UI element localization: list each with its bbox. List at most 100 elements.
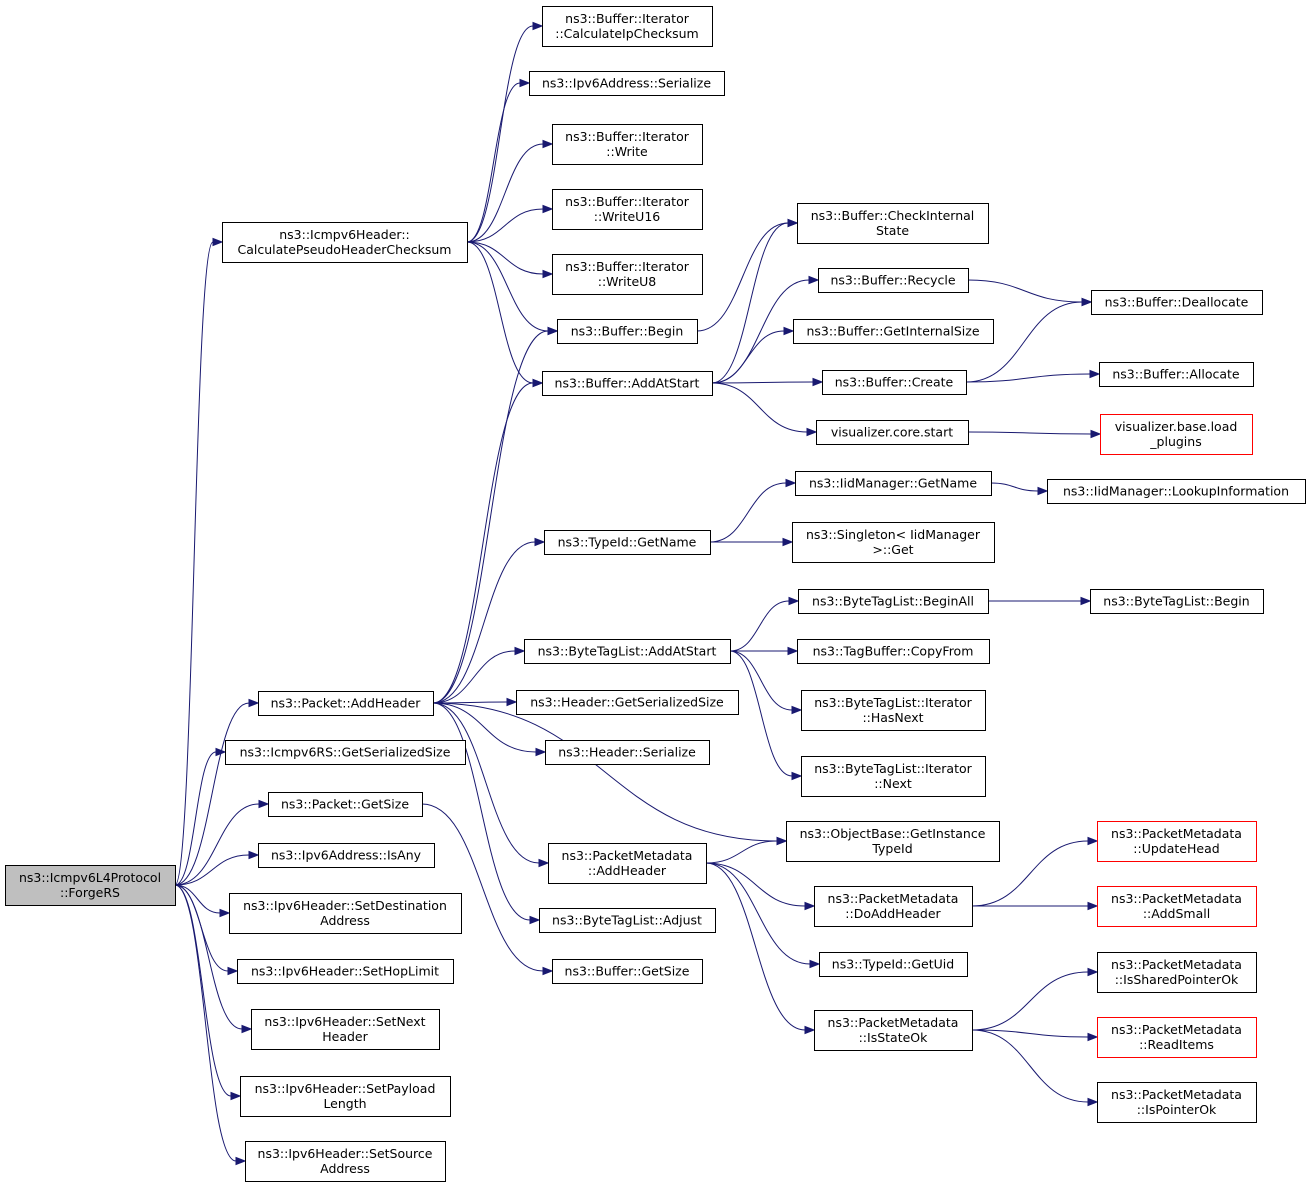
function-node-icmpv6rs-getsize[interactable]: ns3::Icmpv6RS::GetSerializedSize [225,740,466,765]
node-label: ::IsSharedPointerOk [1115,972,1239,987]
function-node-pm-addheader[interactable]: ns3::PacketMetadata::AddHeader [548,843,707,884]
edge-line [729,600,790,652]
function-node-singleton-get[interactable]: ns3::Singleton< IidManager>::Get [792,522,995,563]
node-box [814,886,973,927]
function-node-iid-lookupinfo[interactable]: ns3::IidManager::LookupInformation [1047,479,1306,504]
function-node-btl-iter-next[interactable]: ns3::ByteTagList::Iterator::Next [801,756,986,797]
arrowhead-icon [1087,901,1099,911]
node-box [552,254,703,295]
call-edge [729,650,803,781]
call-edge [174,850,260,886]
node-box [229,893,462,934]
arrowhead-icon [248,850,260,860]
function-node-packet-getsize[interactable]: ns3::Packet::GetSize [268,792,423,817]
function-node-btl-iter-hasnext[interactable]: ns3::ByteTagList::Iterator::HasNext [801,690,986,731]
function-node-iter-writeu8[interactable]: ns3::Buffer::Iterator::WriteU8 [552,254,703,295]
node-label: ns3::Buffer::Iterator [565,259,690,274]
function-node-header-serialize[interactable]: ns3::Header::Serialize [545,740,710,765]
node-box [516,690,739,715]
function-node-pm-doaddheader[interactable]: ns3::PacketMetadata::DoAddHeader [814,886,973,927]
function-node-buffer-deallocate[interactable]: ns3::Buffer::Deallocate [1091,290,1263,315]
function-node-typeid-getname[interactable]: ns3::TypeId::GetName [544,530,711,555]
function-node-btl-beginall[interactable]: ns3::ByteTagList::BeginAll [798,589,989,614]
function-node-btl-addatstart[interactable]: ns3::ByteTagList::AddAtStart [524,639,731,664]
call-edges [174,21,1102,1166]
function-node-buffer-getsize[interactable]: ns3::Buffer::GetSize [552,959,703,984]
function-node-pm-issharedptrok[interactable]: ns3::PacketMetadata::IsSharedPointerOk [1097,952,1257,993]
edge-line [711,330,785,384]
function-node-forgers[interactable]: ns3::Icmpv6L4Protocol::ForgeRS [5,865,176,906]
edge-line [466,241,544,275]
function-node-iter-writeu16[interactable]: ns3::Buffer::Iterator::WriteU16 [552,189,703,230]
function-node-ipv6addr-isany[interactable]: ns3::Ipv6Address::IsAny [258,843,435,868]
edge-line [174,241,214,886]
call-edge [965,369,1101,383]
node-box [222,222,468,263]
function-node-iid-getname[interactable]: ns3::IidManager::GetName [795,471,992,496]
function-node-header-getsize[interactable]: ns3::Header::GetSerializedSize [516,690,739,715]
function-node-btl-adjust[interactable]: ns3::ByteTagList::Adjust [539,908,716,933]
edge-line [971,1029,1089,1038]
function-node-viz-start[interactable]: visualizer.core.start [816,420,969,445]
function-node-buffer-getinternalsize[interactable]: ns3::Buffer::GetInternalSize [793,319,994,344]
function-node-iter-write[interactable]: ns3::Buffer::Iterator::Write [552,124,703,165]
function-node-iter-calcip[interactable]: ns3::Buffer::Iterator::CalculateIpChecks… [542,6,713,47]
call-edge [466,21,544,243]
function-node-btl-begin[interactable]: ns3::ByteTagList::Begin [1090,589,1264,614]
node-label: ns3::Buffer::CheckInternal [811,208,975,223]
node-box [524,639,731,664]
node-box [258,843,435,868]
node-label: ns3::ByteTagList::AddAtStart [538,644,717,659]
node-label: ns3::TypeId::GetUid [832,957,954,972]
function-node-calcpseudo[interactable]: ns3::Icmpv6Header::CalculatePseudoHeader… [222,222,468,263]
edge-line [705,862,811,965]
node-box [545,740,710,765]
edge-line [432,541,536,704]
call-edge [174,884,239,976]
function-node-buffer-addatstart[interactable]: ns3::Buffer::AddAtStart [542,371,713,396]
edge-line [990,482,1039,492]
arrowhead-icon [804,1025,816,1035]
node-box [251,1009,440,1050]
node-label: ns3::Buffer::GetSize [565,964,690,979]
arrowhead-icon [538,858,550,868]
node-label: ns3::PacketMetadata [562,848,693,863]
function-node-buffer-create[interactable]: ns3::Buffer::Create [822,370,967,395]
function-node-pm-addsmall[interactable]: ns3::PacketMetadata::AddSmall [1097,886,1257,927]
arrowhead-icon [1087,1032,1099,1042]
function-node-pm-isstateok[interactable]: ns3::PacketMetadata::IsStateOk [814,1010,973,1051]
node-box [792,522,995,563]
node-label: _plugins [1149,434,1201,449]
function-node-typeid-getuid[interactable]: ns3::TypeId::GetUid [819,952,968,977]
edge-line [729,650,793,777]
function-node-buffer-recycle[interactable]: ns3::Buffer::Recycle [818,268,969,293]
node-label: ns3::Buffer::Iterator [565,194,690,209]
node-label: ns3::PacketMetadata [1111,826,1242,841]
function-node-viz-loadplugins[interactable]: visualizer.base.load_plugins [1100,414,1253,455]
call-edge [967,279,1093,307]
function-node-pm-ispointerok[interactable]: ns3::PacketMetadata::IsPointerOk [1097,1082,1257,1123]
call-edge [988,596,1092,606]
function-node-pm-readitems[interactable]: ns3::PacketMetadata::ReadItems [1097,1017,1257,1058]
function-node-sethop[interactable]: ns3::Ipv6Header::SetHopLimit [237,959,454,984]
function-node-packet-addheader[interactable]: ns3::Packet::AddHeader [258,691,434,716]
edge-line [711,382,808,433]
function-node-buffer-begin[interactable]: ns3::Buffer::Begin [557,319,698,344]
function-node-buffer-allocate[interactable]: ns3::Buffer::Allocate [1099,362,1254,387]
function-node-ipv6addr-serialize[interactable]: ns3::Ipv6Address::Serialize [529,71,725,96]
arrowhead-icon [1089,369,1101,379]
call-edge [990,482,1049,496]
call-edge [174,884,231,918]
node-label: ns3::Ipv6Header::SetNext [264,1014,425,1029]
function-node-tagbuffer-copyfrom[interactable]: ns3::TagBuffer::CopyFrom [797,639,990,664]
node-label: ::Write [606,144,648,159]
arrowhead-icon [534,537,546,547]
node-label: ns3::ByteTagList::Iterator [814,761,972,776]
function-node-pm-updatehead[interactable]: ns3::PacketMetadata::UpdateHead [1097,821,1257,862]
